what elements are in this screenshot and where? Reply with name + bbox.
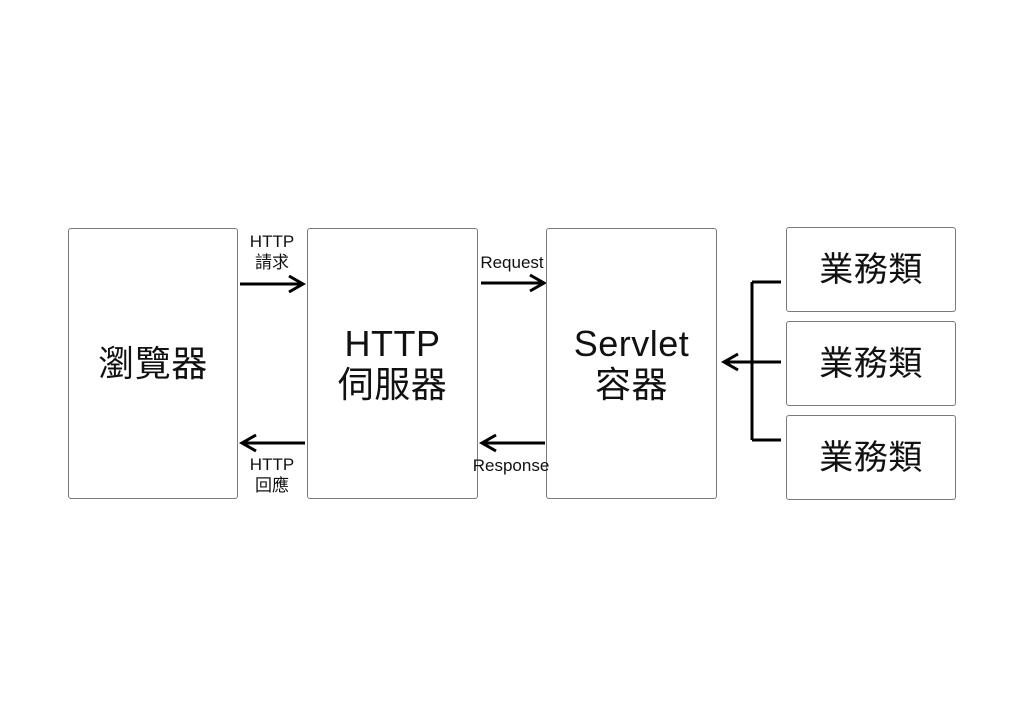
business-class-box-1: 業務類 bbox=[786, 227, 956, 312]
business-class-label-3: 業務類 bbox=[819, 438, 923, 477]
http-server-label-line2: 伺服器 bbox=[337, 363, 448, 405]
business-class-label-1: 業務類 bbox=[819, 250, 923, 289]
business-class-box-2: 業務類 bbox=[786, 321, 956, 406]
http-response-arrow bbox=[238, 433, 305, 453]
http-request-arrow bbox=[240, 274, 307, 294]
http-response-arrow-label: HTTP 回應 bbox=[232, 454, 312, 496]
servlet-container-label-line1: Servlet bbox=[573, 322, 690, 364]
business-to-servlet-arrow bbox=[720, 352, 781, 372]
business-class-label-2: 業務類 bbox=[819, 344, 923, 383]
http-request-arrow-label: HTTP 請求 bbox=[232, 231, 312, 273]
http-server-label-line1: HTTP bbox=[344, 322, 441, 364]
http-server-box: HTTP 伺服器 bbox=[307, 228, 478, 499]
servlet-container-label-line2: 容器 bbox=[594, 363, 668, 405]
browser-box: 瀏覽器 bbox=[68, 228, 238, 499]
business-class-box-3: 業務類 bbox=[786, 415, 956, 500]
http-response-label-line2: 回應 bbox=[255, 476, 289, 495]
servlet-container-box: Servlet 容器 bbox=[546, 228, 717, 499]
request-arrow-label: Request bbox=[480, 253, 544, 272]
http-request-label-line1: HTTP bbox=[249, 232, 295, 251]
request-arrow bbox=[481, 273, 548, 293]
response-arrow-label: Response bbox=[472, 456, 550, 475]
http-response-label-line1: HTTP bbox=[249, 455, 295, 474]
response-arrow bbox=[478, 433, 545, 453]
browser-label: 瀏覽器 bbox=[98, 343, 208, 384]
http-request-label-line2: 請求 bbox=[255, 253, 289, 272]
business-classes-bracket bbox=[750, 280, 781, 442]
